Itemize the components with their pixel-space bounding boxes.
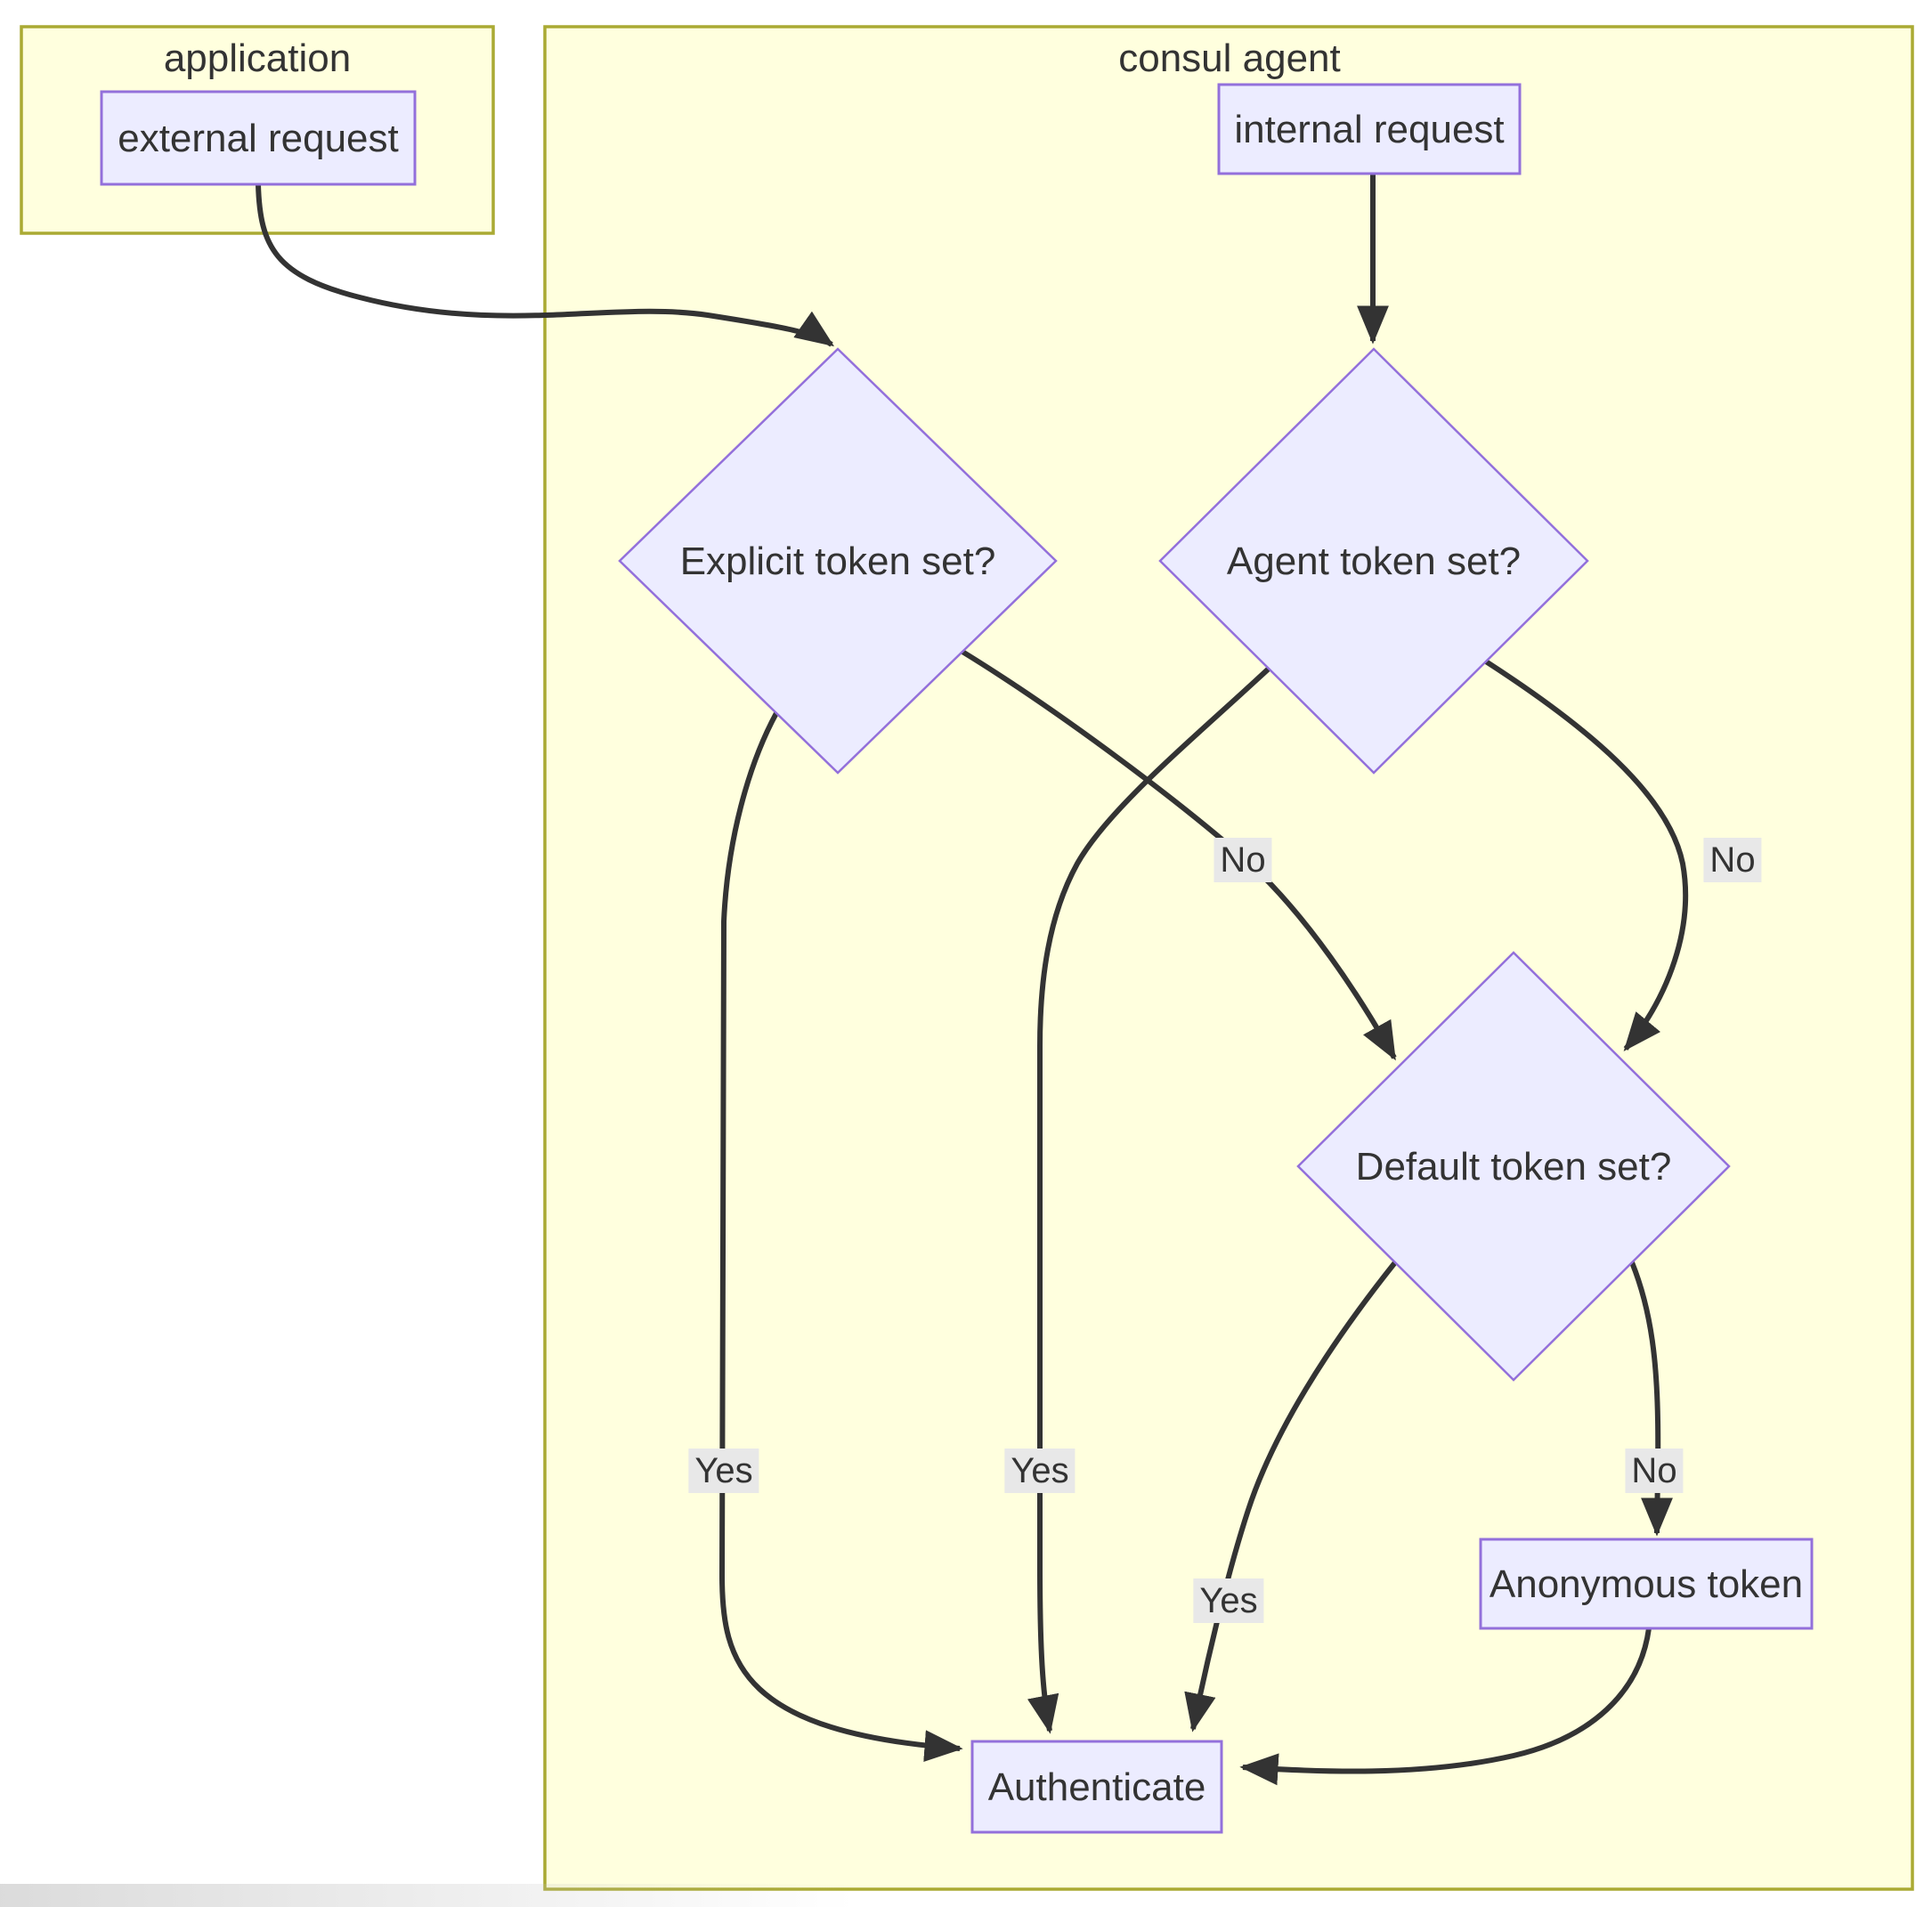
cluster-application-title: application xyxy=(163,37,352,80)
edge-default-token-yes-to-authenticate xyxy=(1184,1261,1398,1733)
edge-label-default-yes: Yes xyxy=(1193,1578,1264,1623)
edge-anonymous-token-to-authenticate xyxy=(1239,1627,1652,1786)
node-agent-token xyxy=(1158,347,1589,775)
node-authenticate xyxy=(970,1740,1223,1834)
edge-label-default-no: No xyxy=(1625,1449,1684,1493)
edge-label-agent-yes: Yes xyxy=(1004,1449,1076,1493)
node-external-request xyxy=(100,90,417,186)
node-internal-request-label: internal request xyxy=(1234,108,1505,151)
edge-label-explicit-yes: Yes xyxy=(688,1449,759,1493)
cluster-consul-agent-title: consul agent xyxy=(1118,37,1341,80)
node-anonymous-token xyxy=(1479,1538,1814,1630)
edge-explicit-token-yes-to-authenticate xyxy=(718,711,963,1762)
node-explicit-token xyxy=(618,347,1058,775)
node-authenticate-label: Authenticate xyxy=(987,1765,1206,1809)
page-bottom-edge xyxy=(0,1884,855,1907)
edge-agent-token-no-to-default-token xyxy=(1484,659,1689,1051)
edge-agent-token-yes-to-authenticate xyxy=(1027,666,1271,1734)
edge-label-explicit-no: No xyxy=(1214,838,1272,882)
edge-label-agent-no: No xyxy=(1703,838,1762,882)
node-external-request-label: external request xyxy=(118,117,399,160)
node-agent-token-label: Agent token set? xyxy=(1226,540,1522,583)
node-anonymous-token-label: Anonymous token xyxy=(1489,1562,1804,1606)
node-default-token-label: Default token set? xyxy=(1355,1145,1672,1189)
node-default-token xyxy=(1296,951,1731,1382)
node-explicit-token-label: Explicit token set? xyxy=(679,540,996,583)
node-internal-request xyxy=(1217,83,1522,175)
edge-external-request-to-explicit-token xyxy=(256,183,835,347)
edge-default-token-no-to-anonymous-token xyxy=(1629,1261,1673,1537)
